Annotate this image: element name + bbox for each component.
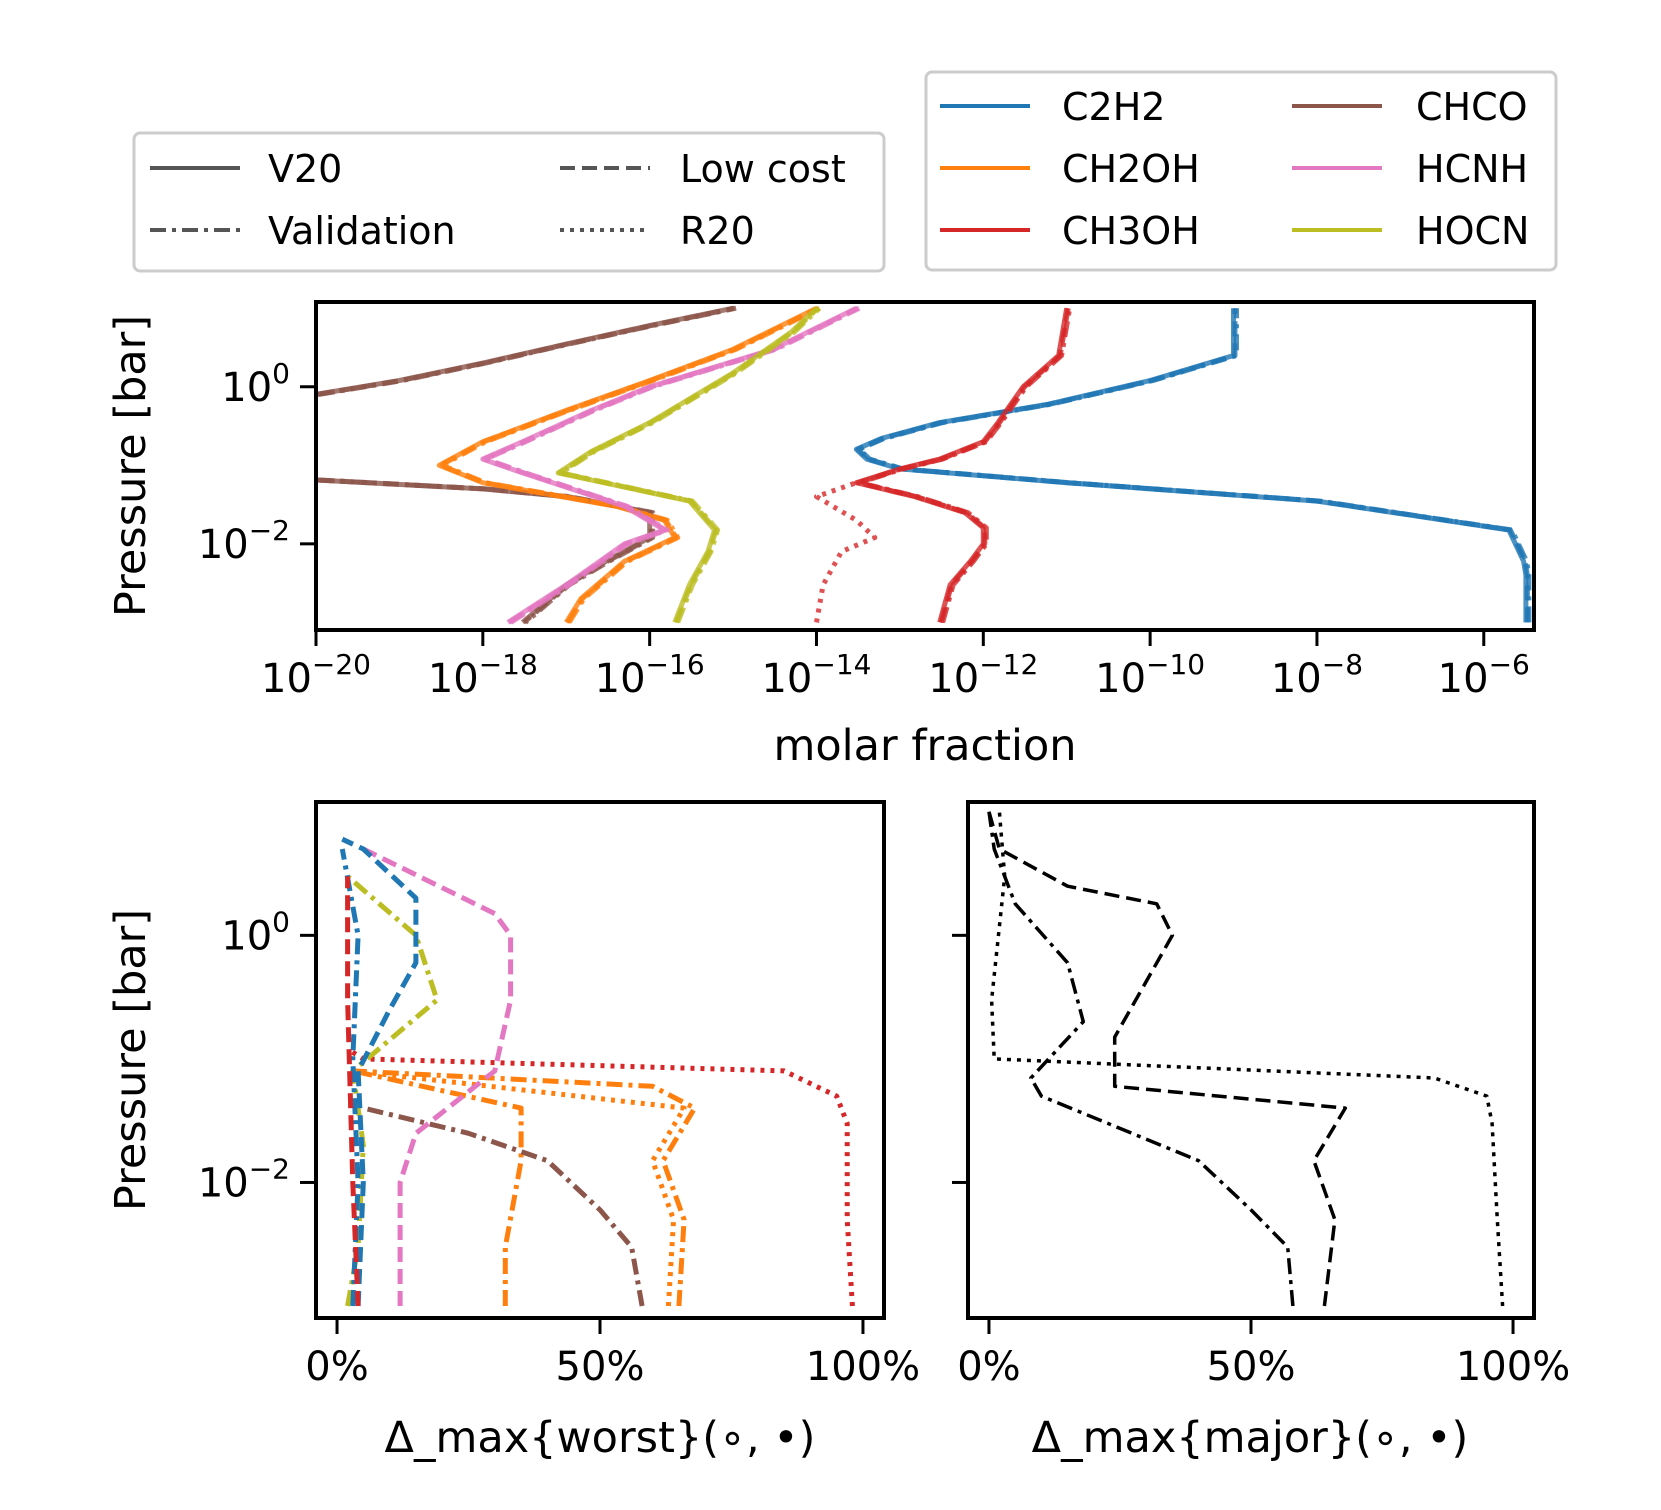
bottom-right-xtick-label-1: 50% (1207, 1344, 1296, 1390)
top-xtick-label-3: 10−14 (761, 648, 871, 702)
top-ytick-label-1: 10−2 (198, 514, 290, 568)
top-series-chco-dashdot-4 (318, 477, 656, 625)
bottom-left-series-ch2oh-dashdot-1 (352, 1068, 698, 1307)
top-series-ch2oh-dashdot-5 (439, 305, 821, 624)
bottom-left-ytick-label-1: 10−2 (198, 1152, 290, 1206)
bottom-left-panel: 0% 50% 100% 100 10−2 Δ_max{worst}(∘, •) Pres… (106, 800, 920, 1463)
top-xtick-label-0: 10−20 (261, 648, 371, 702)
legend-style-lowcost-label: Low cost (680, 147, 846, 191)
top-xtick-label-5: 10−10 (1095, 648, 1205, 702)
bottom-right-series-delta-dashdot-2 (987, 811, 1295, 1307)
legend-style-v20-label: V20 (268, 147, 342, 191)
species-legend: C2H2 CHCO CH2OH HCNH CH3OH HOCN (924, 70, 1558, 272)
legend-c2h2-label: C2H2 (1062, 85, 1165, 129)
bottom-left-y-axis-label: Pressure [bar] (106, 909, 156, 1211)
top-panel-ticks: 10−20 10−18 10−16 10−14 10−12 10−10 10−8 10−6 10… (198, 357, 1530, 702)
bottom-right-series-delta-dashed-1 (987, 811, 1348, 1307)
top-xtick-label-2: 10−16 (595, 648, 705, 702)
bottom-left-series-hocn-dashdot-6 (345, 874, 440, 1307)
legend-style-r20-label: R20 (680, 209, 755, 253)
top-panel: 10−20 10−18 10−16 10−14 10−12 10−10 10−8 10−6 10… (106, 300, 1536, 771)
bottom-left-series-ch2oh-dotted-2 (352, 1068, 687, 1307)
bottom-left-series-ch2oh-dashdot-3 (352, 1068, 524, 1306)
bottom-left-series-c2h2-dashed-7 (341, 836, 419, 1307)
legend-ch2oh-label: CH2OH (1062, 147, 1200, 191)
top-xtick-label-6: 10−8 (1271, 648, 1363, 702)
bottom-right-lines (987, 811, 1505, 1307)
bottom-left-lines (339, 836, 855, 1307)
top-series-chco-dashdot-3 (318, 305, 737, 397)
bottom-left-xtick-label-0: 0% (305, 1344, 368, 1390)
top-series-c2h2-dashdot-0 (856, 308, 1532, 623)
bottom-left-series-hcnh-dashed-5 (362, 846, 514, 1306)
top-series-hcnh-solid-6 (480, 305, 858, 625)
bottom-left-x-axis-label: Δ_max{worst}(∘, •) (385, 1413, 816, 1463)
bottom-right-x-axis-label: Δ_max{major}(∘, •) (1032, 1413, 1469, 1463)
style-legend: V20 Low cost Validation R20 (132, 131, 886, 273)
legend-hocn-label: HOCN (1416, 209, 1529, 253)
top-series-hocn-solid-7 (555, 306, 819, 624)
bottom-right-ticks: 0% 50% 100% (952, 933, 1570, 1390)
bottom-right-panel: 0% 50% 100% Δ_max{major}(∘, •) (952, 800, 1570, 1463)
top-panel-lines (315, 305, 1532, 625)
top-panel-frame (314, 300, 1536, 632)
top-series-hcnh-dashdot-6 (483, 305, 861, 625)
bottom-left-series-chco-dashdot-4 (362, 1105, 645, 1307)
top-series-ch3oh-dotted-2 (814, 480, 878, 623)
legend-hcnh-label: HCNH (1416, 147, 1528, 191)
bottom-left-series-c2h2-dashdot-8 (339, 848, 361, 1307)
bottom-right-xtick-label-0: 0% (957, 1344, 1020, 1390)
bottom-right-xtick-label-2: 100% (1456, 1344, 1570, 1390)
top-ytick-label-0: 100 (221, 357, 290, 411)
top-xtick-label-7: 10−6 (1438, 648, 1530, 702)
bottom-left-ytick-label-0: 100 (221, 905, 290, 959)
top-series-hocn-dashdot-7 (558, 306, 822, 624)
legend-style-validation-label: Validation (268, 209, 456, 253)
top-xtick-label-4: 10−12 (928, 648, 1038, 702)
bottom-left-xtick-label-1: 50% (556, 1344, 645, 1390)
top-y-axis-label: Pressure [bar] (106, 315, 156, 617)
top-series-hocn-dashed-7 (557, 306, 820, 624)
top-series-ch3oh-dashdot-1 (856, 307, 1073, 624)
top-x-axis-label: molar fraction (773, 721, 1076, 771)
top-series-hcnh-dashed-6 (481, 305, 859, 625)
top-xtick-label-1: 10−18 (428, 648, 538, 702)
bottom-left-xtick-label-2: 100% (806, 1344, 920, 1390)
legend-chco-label: CHCO (1416, 85, 1528, 129)
legend-ch3oh-label: CH3OH (1062, 209, 1200, 253)
